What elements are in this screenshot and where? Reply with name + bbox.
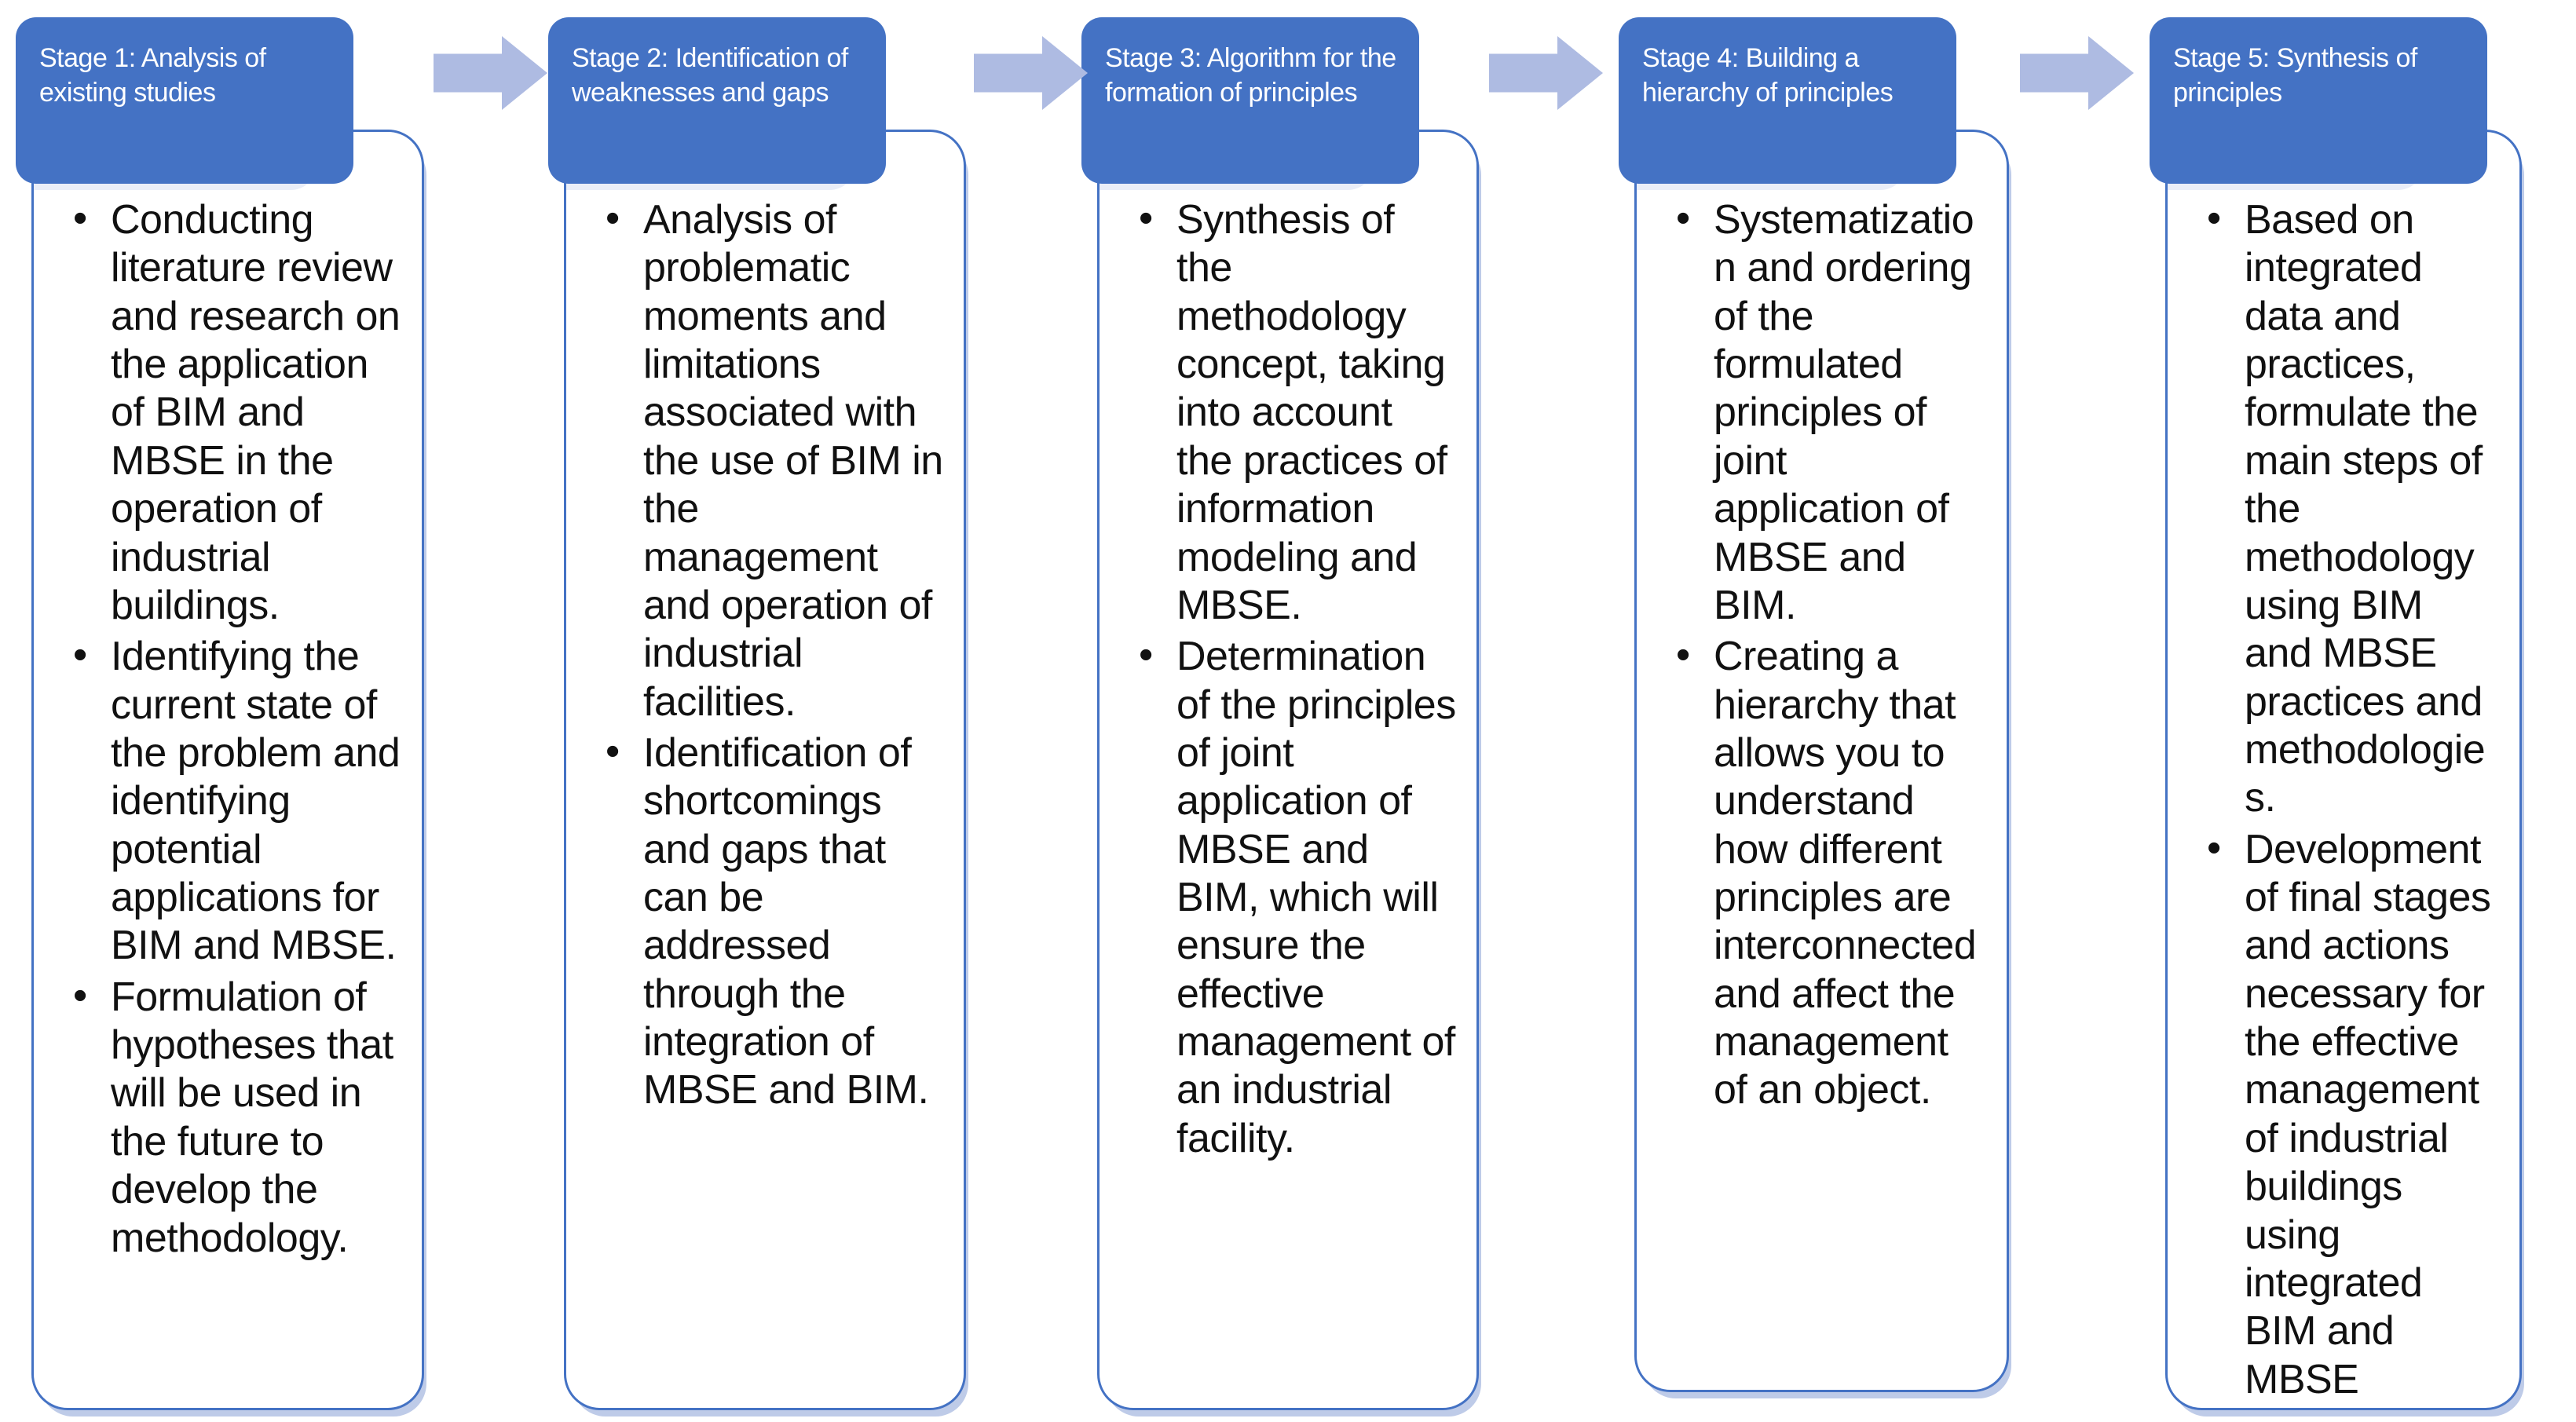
stage-3-header: Stage 3: Algorithm for the formation of … [1081, 17, 1419, 184]
bullet-item: Systematization and ordering of the form… [1671, 195, 1986, 630]
stage-3-bullet-list: Synthesis of the methodology concept, ta… [1100, 132, 1476, 1180]
bullet-item: Determination of the principles of joint… [1134, 631, 1456, 1163]
stage-1-header: Stage 1: Analysis of existing studies [16, 17, 353, 184]
stage-2-body: Analysis of problematic moments and limi… [564, 130, 966, 1410]
stage-3-body: Synthesis of the methodology concept, ta… [1097, 130, 1479, 1410]
bullet-item: Creating a hierarchy that allows you to … [1671, 631, 1986, 1115]
bullet-item: Identification of shortcomings and gaps … [601, 728, 943, 1115]
arrow-right-icon [2020, 36, 2134, 110]
stage-5-header: Stage 5: Synthesis of principles [2150, 17, 2487, 184]
bullet-item: Conducting literature review and researc… [68, 195, 401, 630]
bullet-item: Identifying the current state of the pro… [68, 631, 401, 971]
stage-5-body: Based on integrated data and practices, … [2165, 130, 2522, 1410]
stage-1-body: Conducting literature review and researc… [31, 130, 424, 1410]
bullet-item: Analysis of problematic moments and limi… [601, 195, 943, 726]
bullet-item: Synthesis of the methodology concept, ta… [1134, 195, 1456, 630]
stage-4-header: Stage 4: Building a hierarchy of princip… [1619, 17, 1956, 184]
stage-2-header: Stage 2: Identification of weaknesses an… [548, 17, 886, 184]
bullet-item: Development of final stages and actions … [2202, 824, 2499, 1408]
arrow-right-icon [434, 36, 547, 110]
stage-2: Analysis of problematic moments and limi… [548, 0, 966, 1422]
stage-5-bullet-list: Based on integrated data and practices, … [2168, 132, 2519, 1408]
stage-1-bullet-list: Conducting literature review and researc… [34, 132, 422, 1280]
stage-4-body: Systematization and ordering of the form… [1634, 130, 2009, 1392]
arrow-right-icon [1489, 36, 1603, 110]
bullet-item: Formulation of hypotheses that will be u… [68, 972, 401, 1263]
stage-5: Based on integrated data and practices, … [2150, 0, 2522, 1422]
arrow-right-icon [974, 36, 1088, 110]
stage-1: Conducting literature review and researc… [16, 0, 424, 1422]
stage-4: Systematization and ordering of the form… [1619, 0, 2009, 1422]
stage-2-bullet-list: Analysis of problematic moments and limi… [566, 132, 964, 1132]
stage-4-bullet-list: Systematization and ordering of the form… [1637, 132, 2007, 1132]
bullet-item: Based on integrated data and practices, … [2202, 195, 2499, 823]
stage-3: Synthesis of the methodology concept, ta… [1081, 0, 1479, 1422]
